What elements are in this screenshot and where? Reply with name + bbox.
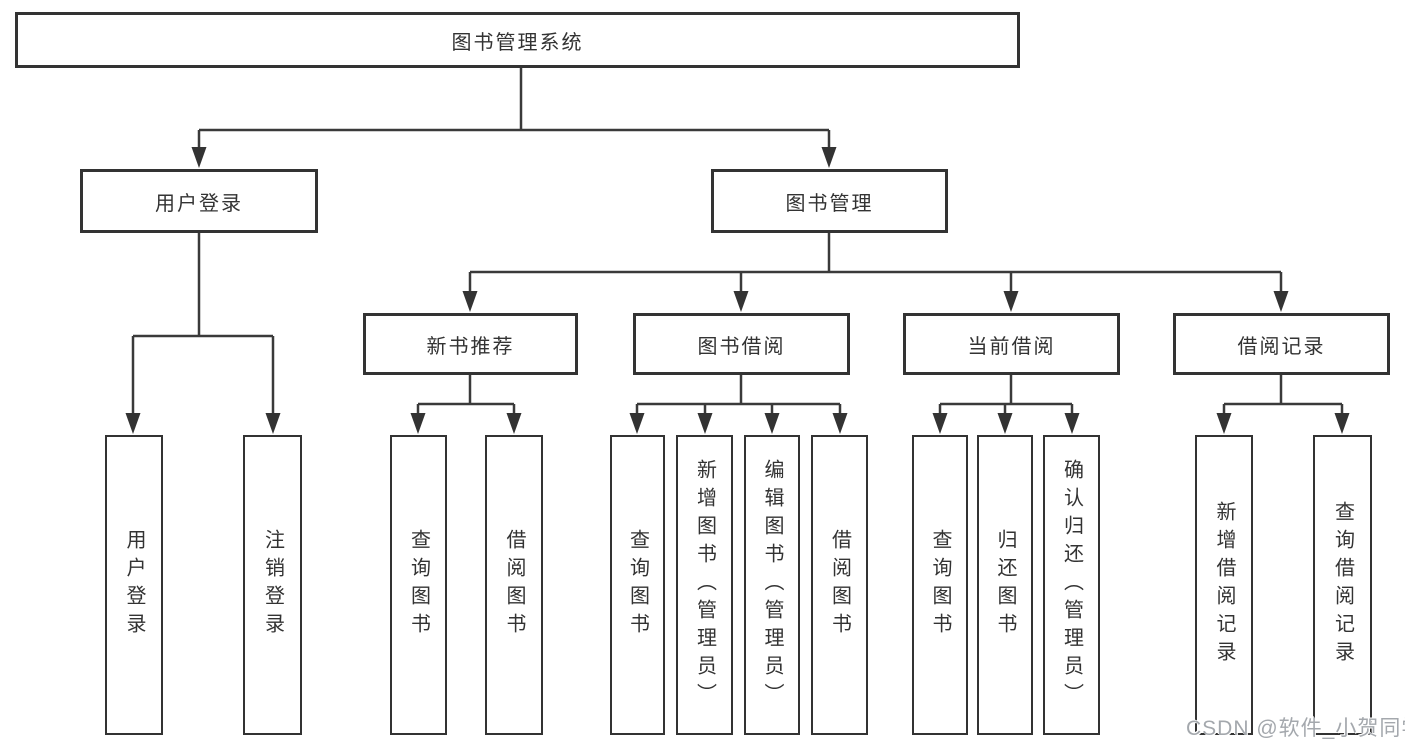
leaf-add-books-admin: 新增图书（管理员） <box>676 435 733 735</box>
connector-edges <box>131 68 1344 419</box>
leaf-query-borrow-record: 查询借阅记录 <box>1313 435 1372 735</box>
node-label: 借阅图书 <box>828 529 851 641</box>
leaf-logout: 注销登录 <box>243 435 302 735</box>
node-library-management-system: 图书管理系统 <box>15 12 1020 68</box>
node-label: 编辑图书（管理员） <box>761 459 783 711</box>
leaf-query-books-current: 查询图书 <box>912 435 968 735</box>
leaf-borrow-books: 借阅图书 <box>811 435 868 735</box>
node-label: 新增借阅记录 <box>1213 501 1235 669</box>
node-label: 确认归还（管理员） <box>1060 459 1083 711</box>
node-label: 注销登录 <box>261 529 284 641</box>
node-label: 新增图书（管理员） <box>693 459 716 711</box>
node-user-login: 用户登录 <box>80 169 318 233</box>
node-book-borrowing: 图书借阅 <box>633 313 850 375</box>
node-label: 图书管理 <box>785 192 874 215</box>
node-label: 新书推荐 <box>426 335 515 358</box>
node-label: 图书管理系统 <box>451 31 584 54</box>
leaf-user-login: 用户登录 <box>105 435 163 735</box>
node-label: 借阅记录 <box>1237 335 1326 358</box>
node-label: 查询图书 <box>626 529 649 641</box>
node-label: 归还图书 <box>994 529 1016 641</box>
node-current-borrowing: 当前借阅 <box>903 313 1120 375</box>
node-label: 查询图书 <box>407 529 430 641</box>
leaf-query-books-recommend: 查询图书 <box>390 435 447 735</box>
leaf-borrow-books-recommend: 借阅图书 <box>485 435 543 735</box>
node-label: 查询图书 <box>929 529 951 641</box>
node-book-management: 图书管理 <box>711 169 948 233</box>
node-label: 当前借阅 <box>967 335 1056 358</box>
node-label: 查询借阅记录 <box>1331 501 1354 669</box>
watermark: CSDN @软件_小贺同学 <box>1186 717 1405 740</box>
leaf-query-books-borrow: 查询图书 <box>610 435 665 735</box>
node-borrowing-records: 借阅记录 <box>1173 313 1390 375</box>
leaf-confirm-return-admin: 确认归还（管理员） <box>1043 435 1100 735</box>
node-label: 用户登录 <box>155 192 243 215</box>
node-label: 图书借阅 <box>697 335 786 358</box>
leaf-return-books: 归还图书 <box>977 435 1033 735</box>
node-new-book-recommend: 新书推荐 <box>363 313 578 375</box>
node-label: 用户登录 <box>123 529 145 641</box>
node-label: 借阅图书 <box>503 529 525 641</box>
leaf-add-borrow-record: 新增借阅记录 <box>1195 435 1253 735</box>
leaf-edit-books-admin: 编辑图书（管理员） <box>744 435 800 735</box>
